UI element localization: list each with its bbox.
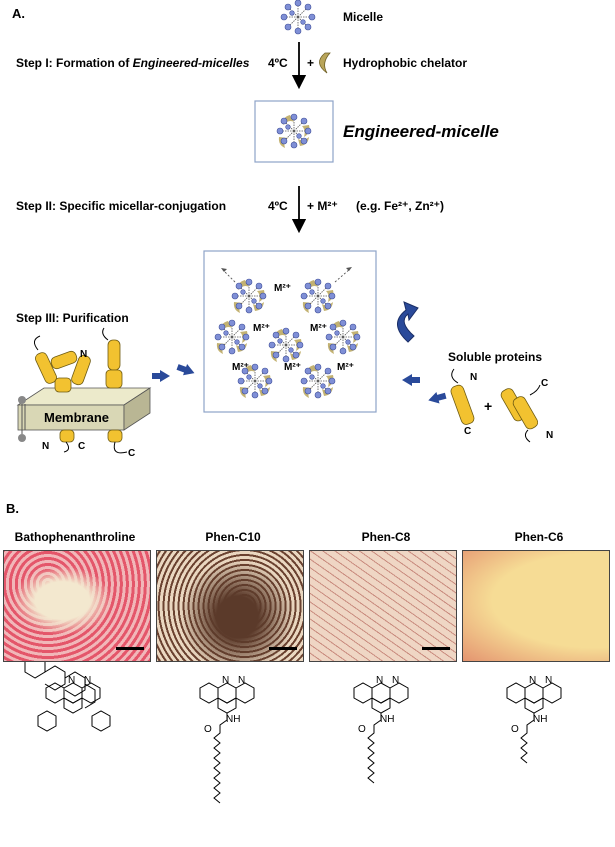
panel-b-label: B. [6,501,19,516]
step2-example: (e.g. Fe²⁺, Zn²⁺) [356,199,444,213]
n-terminus-label: N [546,430,554,441]
metal-label: M²⁺ [253,323,270,334]
chelator-icon [319,52,331,74]
n-atom-label: N [238,675,246,686]
engineered-micelle-icon [277,114,311,148]
metal-label: M²⁺ [284,362,301,373]
nh-label: NH [380,714,395,725]
n-terminus-label: N [42,441,50,452]
n-atom-label: N [376,675,384,686]
scale-bar [269,647,297,650]
n-atom-label: N [545,675,553,686]
n-atom-label: N [68,675,76,686]
micrograph-phen-c6 [462,550,610,662]
step3-label: Step III: Purification [16,311,129,325]
step1-temp: 4ºC [268,56,288,70]
step1-label: Step I: Formation of Engineered-micelles [16,56,250,70]
panel-title: Phen-C8 [361,530,411,544]
micrograph-phen-c8 [309,550,457,662]
o-label: O [204,724,212,735]
metal-label: M²⁺ [310,323,327,334]
panel-title: Phen-C10 [205,530,261,544]
step2-metal: + M²⁺ [307,199,338,213]
panel-a-label: A. [12,6,25,21]
chelator-label: Hydrophobic chelator [343,56,468,70]
c-terminus-label: C [128,448,136,459]
o-label: O [358,724,366,735]
n-atom-label: N [222,675,230,686]
micelle-icon [280,0,316,35]
step2-label: Step II: Specific micellar-conjugation [16,199,227,213]
soluble-proteins-label: Soluble proteins [448,350,543,364]
n-atom-label: N [392,675,400,686]
c-terminus-label: C [464,426,472,437]
c-terminus-label: C [78,441,86,452]
micrograph-bathophenanthroline [3,550,151,662]
panel-title: Phen-C6 [514,530,564,544]
n-atom-label: N [529,675,537,686]
membrane-label: Membrane [44,410,110,425]
step2-temp: 4ºC [268,199,288,213]
n-atom-label: N [84,675,92,686]
scale-bar [116,647,144,650]
metal-label: M²⁺ [232,362,249,373]
micrograph-phen-c10 [156,550,304,662]
engineered-micelle-label: Engineered-micelle [343,122,499,141]
nh-label: NH [226,714,241,725]
c-terminus-label: C [541,378,549,389]
metal-label: M²⁺ [274,283,291,294]
nh-label: NH [533,714,548,725]
membrane-block [17,404,125,431]
n-terminus-label: N [80,349,88,360]
n-terminus-label: N [470,372,478,383]
scale-bar [422,647,450,650]
o-label: O [511,724,519,735]
plus-sign: + [484,398,493,414]
metal-label: M²⁺ [337,362,354,373]
micelle-label: Micelle [343,10,384,24]
panel-title: Bathophenanthroline [14,530,136,544]
step1-plus: + [307,56,315,70]
